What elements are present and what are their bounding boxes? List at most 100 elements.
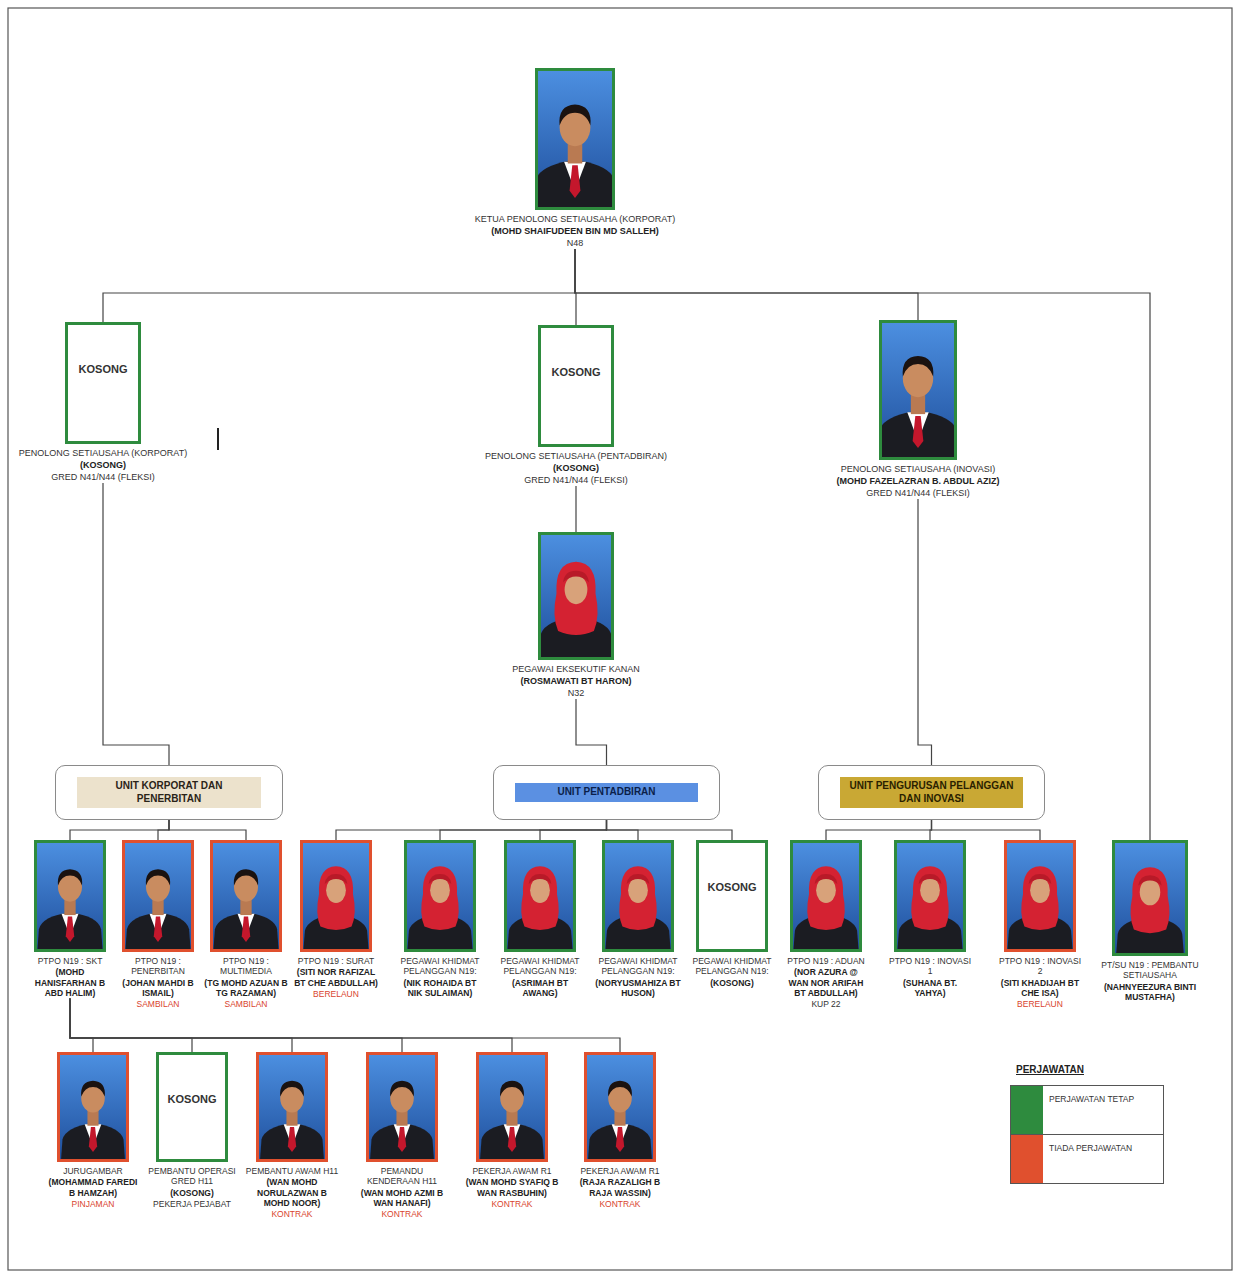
photo-frame — [366, 1052, 438, 1162]
person-name: (JOHAN MAHDI B ISMAIL) — [115, 978, 201, 999]
position-title: PEMBANTU OPERASI GRED H11 — [144, 1166, 240, 1187]
position-title: PENOLONG SETIAUSAHA (INOVASI) — [813, 464, 1023, 475]
org-connector — [70, 998, 93, 1052]
photo-frame — [57, 1052, 129, 1162]
hair — [559, 105, 590, 126]
employment-status: BERELAUN — [293, 989, 379, 999]
org-connector — [103, 249, 575, 322]
person-name: (ASRIMAH BT AWANG) — [497, 978, 583, 999]
position-card: PEKERJA AWAM R1(RAJA RAZALIGH B RAJA WAS… — [572, 1052, 668, 1209]
position-title: PEMBANTU AWAM H11 — [244, 1166, 340, 1176]
photo-background — [37, 843, 103, 949]
vacant-label: KOSONG — [541, 328, 611, 378]
position-title: PT/SU N19 : PEMBANTU SETIAUSAHA — [1100, 960, 1200, 981]
org-connector — [576, 699, 607, 765]
photo-background — [479, 1055, 545, 1159]
hijab — [554, 562, 597, 635]
position-card: JURUGAMBAR(MOHAMMAD FAREDI B HAMZAH)PINJ… — [45, 1052, 141, 1209]
hijab — [521, 866, 559, 930]
face — [326, 878, 346, 903]
hijab — [317, 866, 355, 930]
face — [628, 878, 648, 903]
legend-row: TIADA PERJAWATAN — [1011, 1135, 1163, 1183]
photo-background — [538, 71, 612, 207]
page-frame — [8, 8, 1232, 1270]
suit — [61, 1123, 125, 1159]
portrait-photo — [507, 843, 573, 949]
org-connector — [575, 249, 1150, 840]
face — [565, 575, 588, 604]
hijab-band — [429, 874, 452, 884]
grade-label: N32 — [476, 688, 676, 699]
necktie — [89, 1127, 97, 1152]
org-connector — [70, 998, 512, 1052]
hijab-band — [627, 874, 650, 884]
photo-background — [793, 843, 859, 949]
photo-frame — [538, 532, 614, 660]
position-card: PEGAWAI KHIDMAT PELANGGAN N19:(ASRIMAH B… — [497, 840, 583, 998]
necktie — [242, 916, 250, 941]
legend-swatch — [1011, 1135, 1043, 1183]
position-card: PTPO N19 : MULTIMEDIA(TG MOHD AZUAN B TG… — [203, 840, 289, 1010]
portrait-photo — [897, 843, 963, 949]
unit-box: UNIT PENTADBIRAN — [493, 765, 720, 820]
photo-background — [259, 1055, 325, 1159]
person-name: (NOR AZURA @ WAN NOR ARIFAH BT ABDULLAH) — [783, 967, 869, 998]
position-card: PEKERJA AWAM R1(WAN MOHD SYAFIQ B WAN RA… — [464, 1052, 560, 1209]
hijab — [911, 866, 949, 930]
org-connector — [918, 499, 932, 765]
position-card: KOSONGPENOLONG SETIAUSAHA (PENTADBIRAN)(… — [476, 325, 676, 486]
photo-frame — [210, 840, 282, 952]
face — [530, 878, 550, 903]
portrait-photo — [538, 71, 612, 207]
employment-status: PINJAMAN — [45, 1199, 141, 1209]
photo-background — [1007, 843, 1073, 949]
position-card: PT/SU N19 : PEMBANTU SETIAUSAHA(NAHNYEEZ… — [1100, 840, 1200, 1002]
grade-label: PEKERJA PEJABAT — [144, 1199, 240, 1209]
photo-frame — [1004, 840, 1076, 952]
employment-status: BERELAUN — [997, 999, 1083, 1009]
hair — [146, 869, 170, 885]
suit — [588, 1123, 652, 1159]
photo-background — [213, 843, 279, 949]
org-connector — [70, 998, 292, 1052]
photo-frame — [256, 1052, 328, 1162]
position-title: PEKERJA AWAM R1 — [572, 1166, 668, 1176]
portrait-photo — [407, 843, 473, 949]
org-connector — [932, 820, 1041, 840]
position-title: PTPO N19 : ADUAN — [783, 956, 869, 966]
necktie — [508, 1127, 516, 1152]
photo-background — [507, 843, 573, 949]
position-title: PTPO N19 : SURAT — [293, 956, 379, 966]
org-connector — [70, 820, 169, 840]
face — [816, 878, 836, 903]
person-name: (MOHD SHAIFUDEEN BIN MD SALLEH) — [455, 226, 695, 237]
person-name: (MOHAMMAD FAREDI B HAMZAH) — [45, 1177, 141, 1198]
employment-status: KONTRAK — [244, 1209, 340, 1219]
hijab — [1021, 866, 1059, 930]
unit-title: UNIT PENGURUSAN PELANGGAN DAN INOVASI — [840, 777, 1024, 808]
photo-frame: KOSONG — [156, 1052, 228, 1162]
org-connector — [440, 820, 607, 840]
position-title: PEGAWAI KHIDMAT PELANGGAN N19: — [397, 956, 483, 977]
person-name: (MOHD HANISFARHAN B ABD HALIM) — [27, 967, 113, 998]
employment-status: KONTRAK — [464, 1199, 560, 1209]
position-title: PTPO N19 : INOVASI 2 — [997, 956, 1083, 977]
legend-text: PERJAWATAN TETAP — [1043, 1086, 1140, 1134]
position-card: PTPO N19 : INOVASI 1(SUHANA BT. YAHYA) — [887, 840, 973, 998]
face — [920, 878, 940, 903]
unit-title: UNIT KORPORAT DAN PENERBITAN — [77, 777, 262, 808]
person-name: (SITI KHADIJAH BT CHE ISA) — [997, 978, 1083, 999]
photo-frame — [790, 840, 862, 952]
photo-frame — [476, 1052, 548, 1162]
org-connector — [103, 483, 169, 765]
portrait-photo — [587, 1055, 653, 1159]
position-card: KOSONGPENOLONG SETIAUSAHA (KORPORAT)(KOS… — [13, 322, 193, 483]
position-title: PTPO N19 : SKT — [27, 956, 113, 966]
person-name: (WAN MOHD AZMI B WAN HANAFI) — [354, 1188, 450, 1209]
photo-background — [882, 323, 954, 457]
hair — [234, 869, 258, 885]
photo-frame — [300, 840, 372, 952]
portrait-photo — [303, 843, 369, 949]
person-name: (KOSONG) — [13, 460, 193, 471]
